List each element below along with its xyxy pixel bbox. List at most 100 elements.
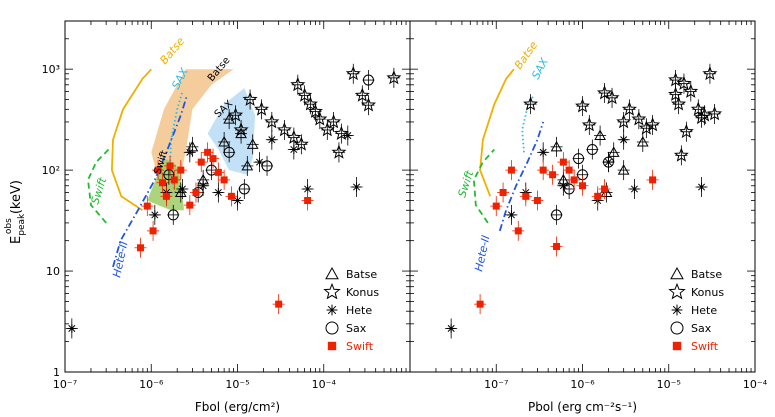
point-swift xyxy=(195,152,208,173)
curve-label-batse: Batse xyxy=(157,35,187,67)
point-konus xyxy=(683,81,699,102)
marker-star xyxy=(678,123,694,139)
point-sax xyxy=(238,178,251,199)
point-hete xyxy=(341,125,354,146)
marker-square xyxy=(204,148,212,156)
point-konus xyxy=(290,74,306,95)
marker-star xyxy=(345,65,361,81)
point-hete xyxy=(695,177,708,198)
point-konus xyxy=(621,99,637,120)
threshold-curve-swift xyxy=(472,148,495,224)
point-swift xyxy=(174,160,187,181)
threshold-curve-swift xyxy=(87,148,110,224)
marker-star xyxy=(264,114,280,129)
point-swift xyxy=(147,220,160,241)
point-hete xyxy=(628,178,641,199)
point-hete xyxy=(265,129,278,150)
point-batse xyxy=(246,134,259,155)
point-swift xyxy=(505,160,518,181)
marker-star xyxy=(596,85,613,100)
marker-square xyxy=(565,166,573,174)
point-swift xyxy=(474,294,487,315)
point-konus xyxy=(264,111,280,132)
marker-square xyxy=(601,185,609,193)
curve-label-hete-ii: Hete-II xyxy=(472,234,492,272)
point-sax xyxy=(223,142,236,163)
marker-asterisk-stroke xyxy=(447,324,455,332)
plot-area xyxy=(445,63,723,339)
legend-entry-sax: Sax xyxy=(325,321,367,335)
point-swift xyxy=(490,196,503,217)
legend-label-batse: Batse xyxy=(691,268,722,281)
legend-entry-swift: Swift xyxy=(672,340,719,353)
marker-star xyxy=(276,122,292,137)
marker-circle xyxy=(602,156,614,168)
plot-area xyxy=(65,63,402,339)
marker-square xyxy=(143,202,151,210)
marker-star xyxy=(386,70,402,85)
marker-star xyxy=(297,87,313,102)
point-swift xyxy=(301,190,314,211)
point-sax xyxy=(362,70,375,91)
point-konus xyxy=(254,99,270,120)
point-hete xyxy=(183,142,196,163)
marker-triangle xyxy=(617,164,630,175)
marker-circle xyxy=(573,153,585,165)
point-swift xyxy=(531,190,544,211)
legend-label-swift: Swift xyxy=(691,340,719,353)
band-sax xyxy=(207,88,256,175)
point-hete xyxy=(231,190,244,211)
point-swift xyxy=(168,169,181,190)
marker-star xyxy=(574,98,591,113)
point-swift xyxy=(519,186,532,207)
point-swift xyxy=(212,162,225,183)
marker-square xyxy=(166,162,174,170)
marker-circle xyxy=(325,321,339,335)
marker-star xyxy=(293,136,309,151)
marker-asterisk-stroke xyxy=(344,132,352,140)
marker-asterisk-stroke xyxy=(304,185,312,193)
legend-label-batse: Batse xyxy=(346,268,377,281)
legend-label-konus: Konus xyxy=(346,286,379,299)
marker-star xyxy=(668,282,686,300)
marker-star xyxy=(326,114,342,129)
legend-entry-batse: Batse xyxy=(670,266,722,281)
point-konus xyxy=(293,134,309,155)
marker-asterisk-stroke xyxy=(698,183,706,191)
marker-asterisk-stroke xyxy=(620,136,628,144)
point-swift xyxy=(156,172,169,193)
point-konus xyxy=(638,118,654,139)
marker-square xyxy=(514,227,522,235)
point-sax xyxy=(602,152,615,173)
marker-star xyxy=(333,125,349,141)
threshold-curve-batse xyxy=(110,68,152,212)
point-hete xyxy=(212,182,225,203)
point-hete xyxy=(445,318,458,339)
legend-entry-hete: Hete xyxy=(326,304,372,317)
legend-entry-konus: Konus xyxy=(323,282,379,300)
marker-circle xyxy=(670,321,684,335)
marker-star xyxy=(645,117,661,132)
marker-star xyxy=(228,107,244,122)
point-hete xyxy=(148,204,161,225)
marker-square xyxy=(186,201,194,209)
point-batse xyxy=(594,125,607,146)
point-sax xyxy=(261,155,274,176)
marker-star xyxy=(319,122,335,137)
point-konus xyxy=(645,114,661,135)
point-hete xyxy=(537,142,550,163)
marker-star xyxy=(638,120,654,135)
marker-star xyxy=(360,97,377,112)
marker-square xyxy=(304,196,312,204)
marker-square xyxy=(594,192,602,200)
point-swift xyxy=(164,155,177,176)
marker-circle xyxy=(261,160,273,172)
y-tick-label: 10³ xyxy=(42,63,60,76)
marker-square xyxy=(539,166,547,174)
marker-asterisk-stroke xyxy=(353,183,361,191)
marker-star xyxy=(690,101,706,116)
marker-circle xyxy=(586,144,598,156)
marker-square xyxy=(154,166,162,174)
point-konus xyxy=(673,145,689,166)
